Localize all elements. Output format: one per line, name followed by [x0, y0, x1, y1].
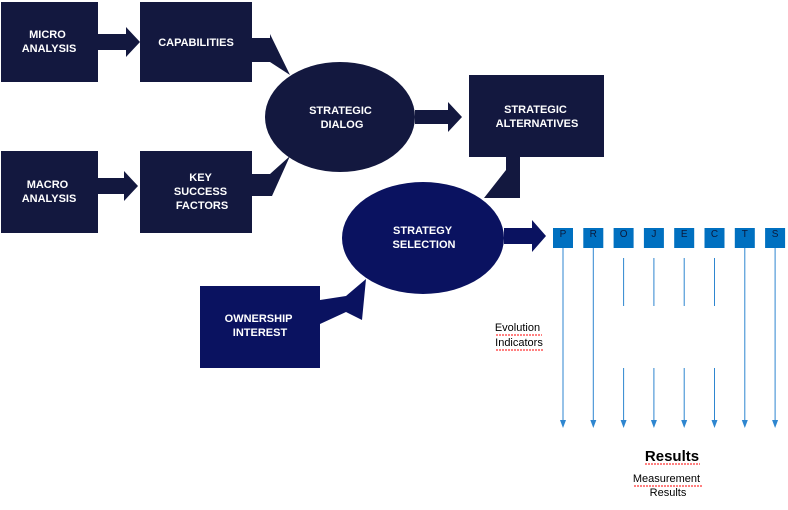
project-arrowhead: [772, 420, 779, 428]
project-square-t: [734, 228, 755, 248]
project-letter: J: [651, 229, 656, 240]
capabilities-label: CAPABILITIES: [158, 37, 234, 49]
project-letter: P: [560, 229, 567, 240]
ownership-interest-line-2: INTEREST: [233, 327, 288, 339]
project-arrowhead: [590, 420, 597, 428]
arrow-macro-to-ksf: [98, 171, 138, 201]
macro-analysis-line-1: MACRO: [27, 179, 69, 191]
project-letter: T: [742, 229, 748, 240]
results-subtitle-line-2: Results: [650, 487, 687, 499]
strategic-dialog-label: STRATEGIC DIALOG: [309, 105, 375, 131]
strategy-selection-line-2: SELECTION: [393, 239, 456, 251]
key-success-factors-box: [140, 151, 252, 233]
arrow-micro-to-capabilities: [98, 27, 140, 57]
macro-analysis-label: MACRO ANALYSIS: [22, 179, 77, 205]
ownership-interest-box: [200, 286, 320, 368]
project-letter: E: [681, 229, 688, 240]
arrow-ownership-to-selection: [320, 279, 366, 324]
macro-analysis-line-2: ANALYSIS: [22, 193, 77, 205]
micro-analysis-box: [1, 2, 98, 82]
evolution-indicators-line-2: Indicators: [495, 337, 543, 349]
project-square-o: [613, 228, 634, 248]
project-letter: S: [772, 229, 779, 240]
project-letter: R: [590, 229, 597, 240]
project-square-j: [643, 228, 664, 248]
arrow-selection-to-projects: [504, 220, 546, 252]
project-arrowhead: [620, 420, 627, 428]
results-title: Results: [645, 448, 699, 465]
results-subtitle-line-1: Measurement: [633, 473, 700, 485]
strategic-alternatives-box: [469, 75, 604, 157]
strategic-alternatives-line-1: STRATEGIC: [504, 104, 567, 116]
evolution-indicators-label: Evolution Indicators: [495, 322, 544, 349]
arrow-dialog-to-alternatives: [415, 102, 462, 132]
strategic-dialog-line-2: DIALOG: [321, 119, 364, 131]
strategy-selection-label: STRATEGY SELECTION: [393, 225, 456, 251]
project-letter: O: [620, 229, 628, 240]
project-arrowhead: [560, 420, 566, 428]
project-arrowhead: [711, 420, 718, 428]
micro-analysis-label: MICRO ANALYSIS: [22, 29, 77, 55]
strategy-selection-line-1: STRATEGY: [393, 225, 453, 237]
evolution-indicators-line-1: Evolution: [495, 322, 540, 334]
ksf-line-1: KEY: [189, 172, 212, 184]
ownership-interest-line-1: OWNERSHIP: [225, 313, 293, 325]
project-square-e: [674, 228, 695, 248]
micro-analysis-line-2: ANALYSIS: [22, 43, 77, 55]
project-letter: C: [711, 229, 718, 240]
ksf-line-2: SUCCESS: [174, 186, 227, 198]
project-arrowhead: [741, 420, 748, 428]
arrow-alternatives-to-selection: [484, 157, 520, 198]
macro-analysis-box: [1, 151, 98, 233]
strategy-selection-ellipse: [342, 182, 504, 294]
strategic-dialog-ellipse: [265, 62, 415, 172]
strategic-alternatives-label: STRATEGIC ALTERNATIVES: [496, 104, 579, 130]
ksf-line-3: FACTORS: [176, 200, 228, 212]
project-arrowhead: [650, 420, 657, 428]
arrow-capabilities-to-dialog: [252, 34, 290, 75]
key-success-factors-label: KEY SUCCESS FACTORS: [174, 172, 230, 212]
project-square-s: [765, 228, 786, 248]
strategic-alternatives-line-2: ALTERNATIVES: [496, 118, 579, 130]
ownership-interest-label: OWNERSHIP INTEREST: [225, 313, 296, 339]
project-square-p: [553, 228, 573, 248]
arrow-ksf-to-dialog: [252, 156, 290, 196]
project-square-r: [583, 228, 604, 248]
project-arrowhead: [681, 420, 688, 428]
results-subtitle: Measurement Results: [633, 473, 703, 499]
capabilities-box: [140, 2, 252, 82]
project-square-c: [704, 228, 725, 248]
strategic-dialog-line-1: STRATEGIC: [309, 105, 372, 117]
micro-analysis-line-1: MICRO: [29, 29, 66, 41]
capabilities-line-1: CAPABILITIES: [158, 37, 234, 49]
